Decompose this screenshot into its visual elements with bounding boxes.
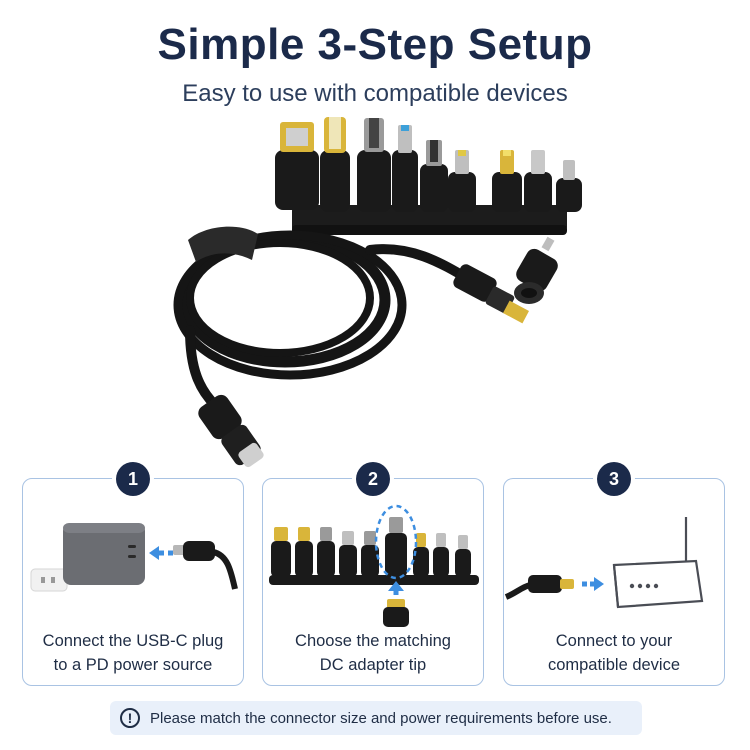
notice-text: Please match the connector size and powe… (150, 709, 612, 727)
step-description: Connect to your compatible device (547, 632, 681, 674)
adapter-tip (320, 117, 350, 212)
adapter-tip (524, 150, 552, 212)
dc-plug (504, 575, 574, 600)
adapter-tip (275, 122, 319, 210)
arrow-right-icon (582, 577, 604, 591)
exclamation-circle-icon: ! (120, 708, 140, 728)
velcro-strap (188, 226, 258, 262)
charger-icon (30, 523, 238, 592)
power-outlet (30, 568, 68, 592)
step-description: Choose the matching DC adapter tip (295, 632, 451, 674)
dc-female-adapter (514, 236, 558, 304)
coiled-cable (173, 230, 475, 410)
adapter-tips-icon (269, 504, 479, 627)
adapter-tip (448, 150, 476, 212)
adapter-tip (492, 150, 522, 212)
cable-kit-illustration (173, 117, 582, 468)
router-device (612, 517, 704, 609)
step-card-1: 1 Connect the USB-C plug to a PD power s… (22, 462, 244, 686)
router-icon (504, 517, 704, 609)
page-subtitle: Easy to use with compatible devices (182, 80, 568, 107)
step-number-badge: 1 (116, 462, 150, 496)
step-card-2: 2 (262, 462, 484, 686)
usb-c-plug (198, 394, 264, 468)
adapter-tip (556, 160, 582, 212)
step-number-badge: 3 (597, 462, 631, 496)
dc-plug (453, 264, 529, 324)
usb-c-plug (173, 541, 238, 590)
selection-highlight (374, 504, 418, 580)
adapter-tip (420, 140, 448, 212)
step-number-badge: 2 (356, 462, 390, 496)
dc-plug (383, 599, 409, 627)
arrow-left-icon (149, 546, 173, 560)
page-title: Simple 3-Step Setup (157, 20, 593, 69)
adapter-tip (357, 118, 391, 212)
adapter-tips-rack (275, 117, 582, 304)
notice-banner: ! Please match the connector size and po… (110, 701, 642, 735)
arrow-up-icon (388, 581, 404, 595)
usb-c-charger (63, 523, 145, 585)
step-card-3: 3 Connect to your compatible device (503, 462, 725, 686)
adapter-tip (392, 125, 418, 212)
step-description: Connect the USB-C plug to a PD power sou… (42, 632, 224, 674)
